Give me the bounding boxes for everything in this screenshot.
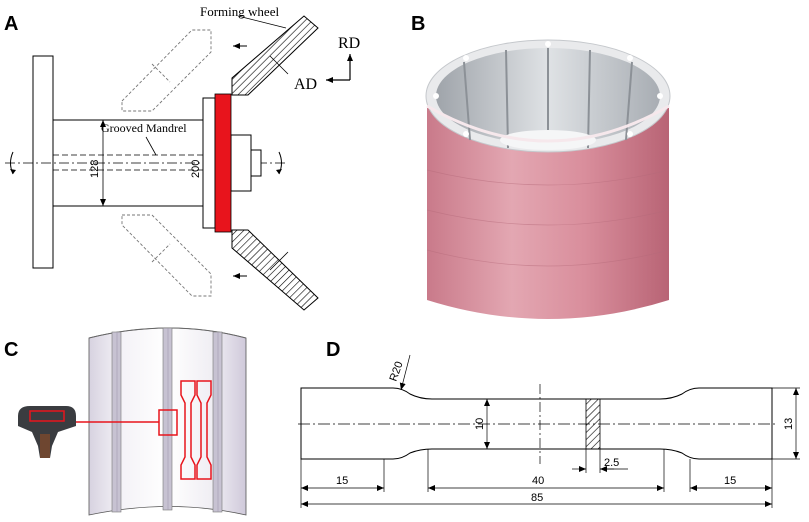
dim-128: 128 [89,160,101,178]
panel-d: D R20 10 13 [298,339,800,508]
forming-wheel-bottom [231,229,319,311]
dim-200: 200 [190,160,202,178]
dim-15-right: 15 [724,475,736,487]
panel-c-letter: C [4,339,18,361]
cross-section-photo [18,406,76,458]
dim-85: 85 [531,492,543,504]
forming-wheel-top [231,15,319,96]
panel-c: C [4,327,247,516]
dim-13: 13 [783,418,795,430]
tube-preform [214,93,232,233]
panel-b: B [411,13,671,319]
panel-a: A [4,4,360,311]
panel-a-letter: A [4,13,18,35]
panel-d-letter: D [326,339,340,361]
dim-15-left: 15 [336,475,348,487]
forming-wheel-label: Forming wheel [200,4,279,19]
tensile-sample-outline [180,380,212,480]
panel-b-letter: B [411,13,425,35]
flange-plate [32,55,54,269]
wheel-previous-positions [121,29,212,297]
dim-2-5: 2.5 [604,457,619,469]
ad-label: AD [294,76,317,93]
dim-10: 10 [474,418,486,430]
dim-r20: R20 [388,360,406,383]
tensile-specimen-drawing [298,384,775,464]
formed-tube-photo [425,39,671,319]
dim-40: 40 [532,475,544,487]
grooved-mandrel-label: Grooved Mandrel [101,121,187,135]
rd-label: RD [338,35,360,52]
